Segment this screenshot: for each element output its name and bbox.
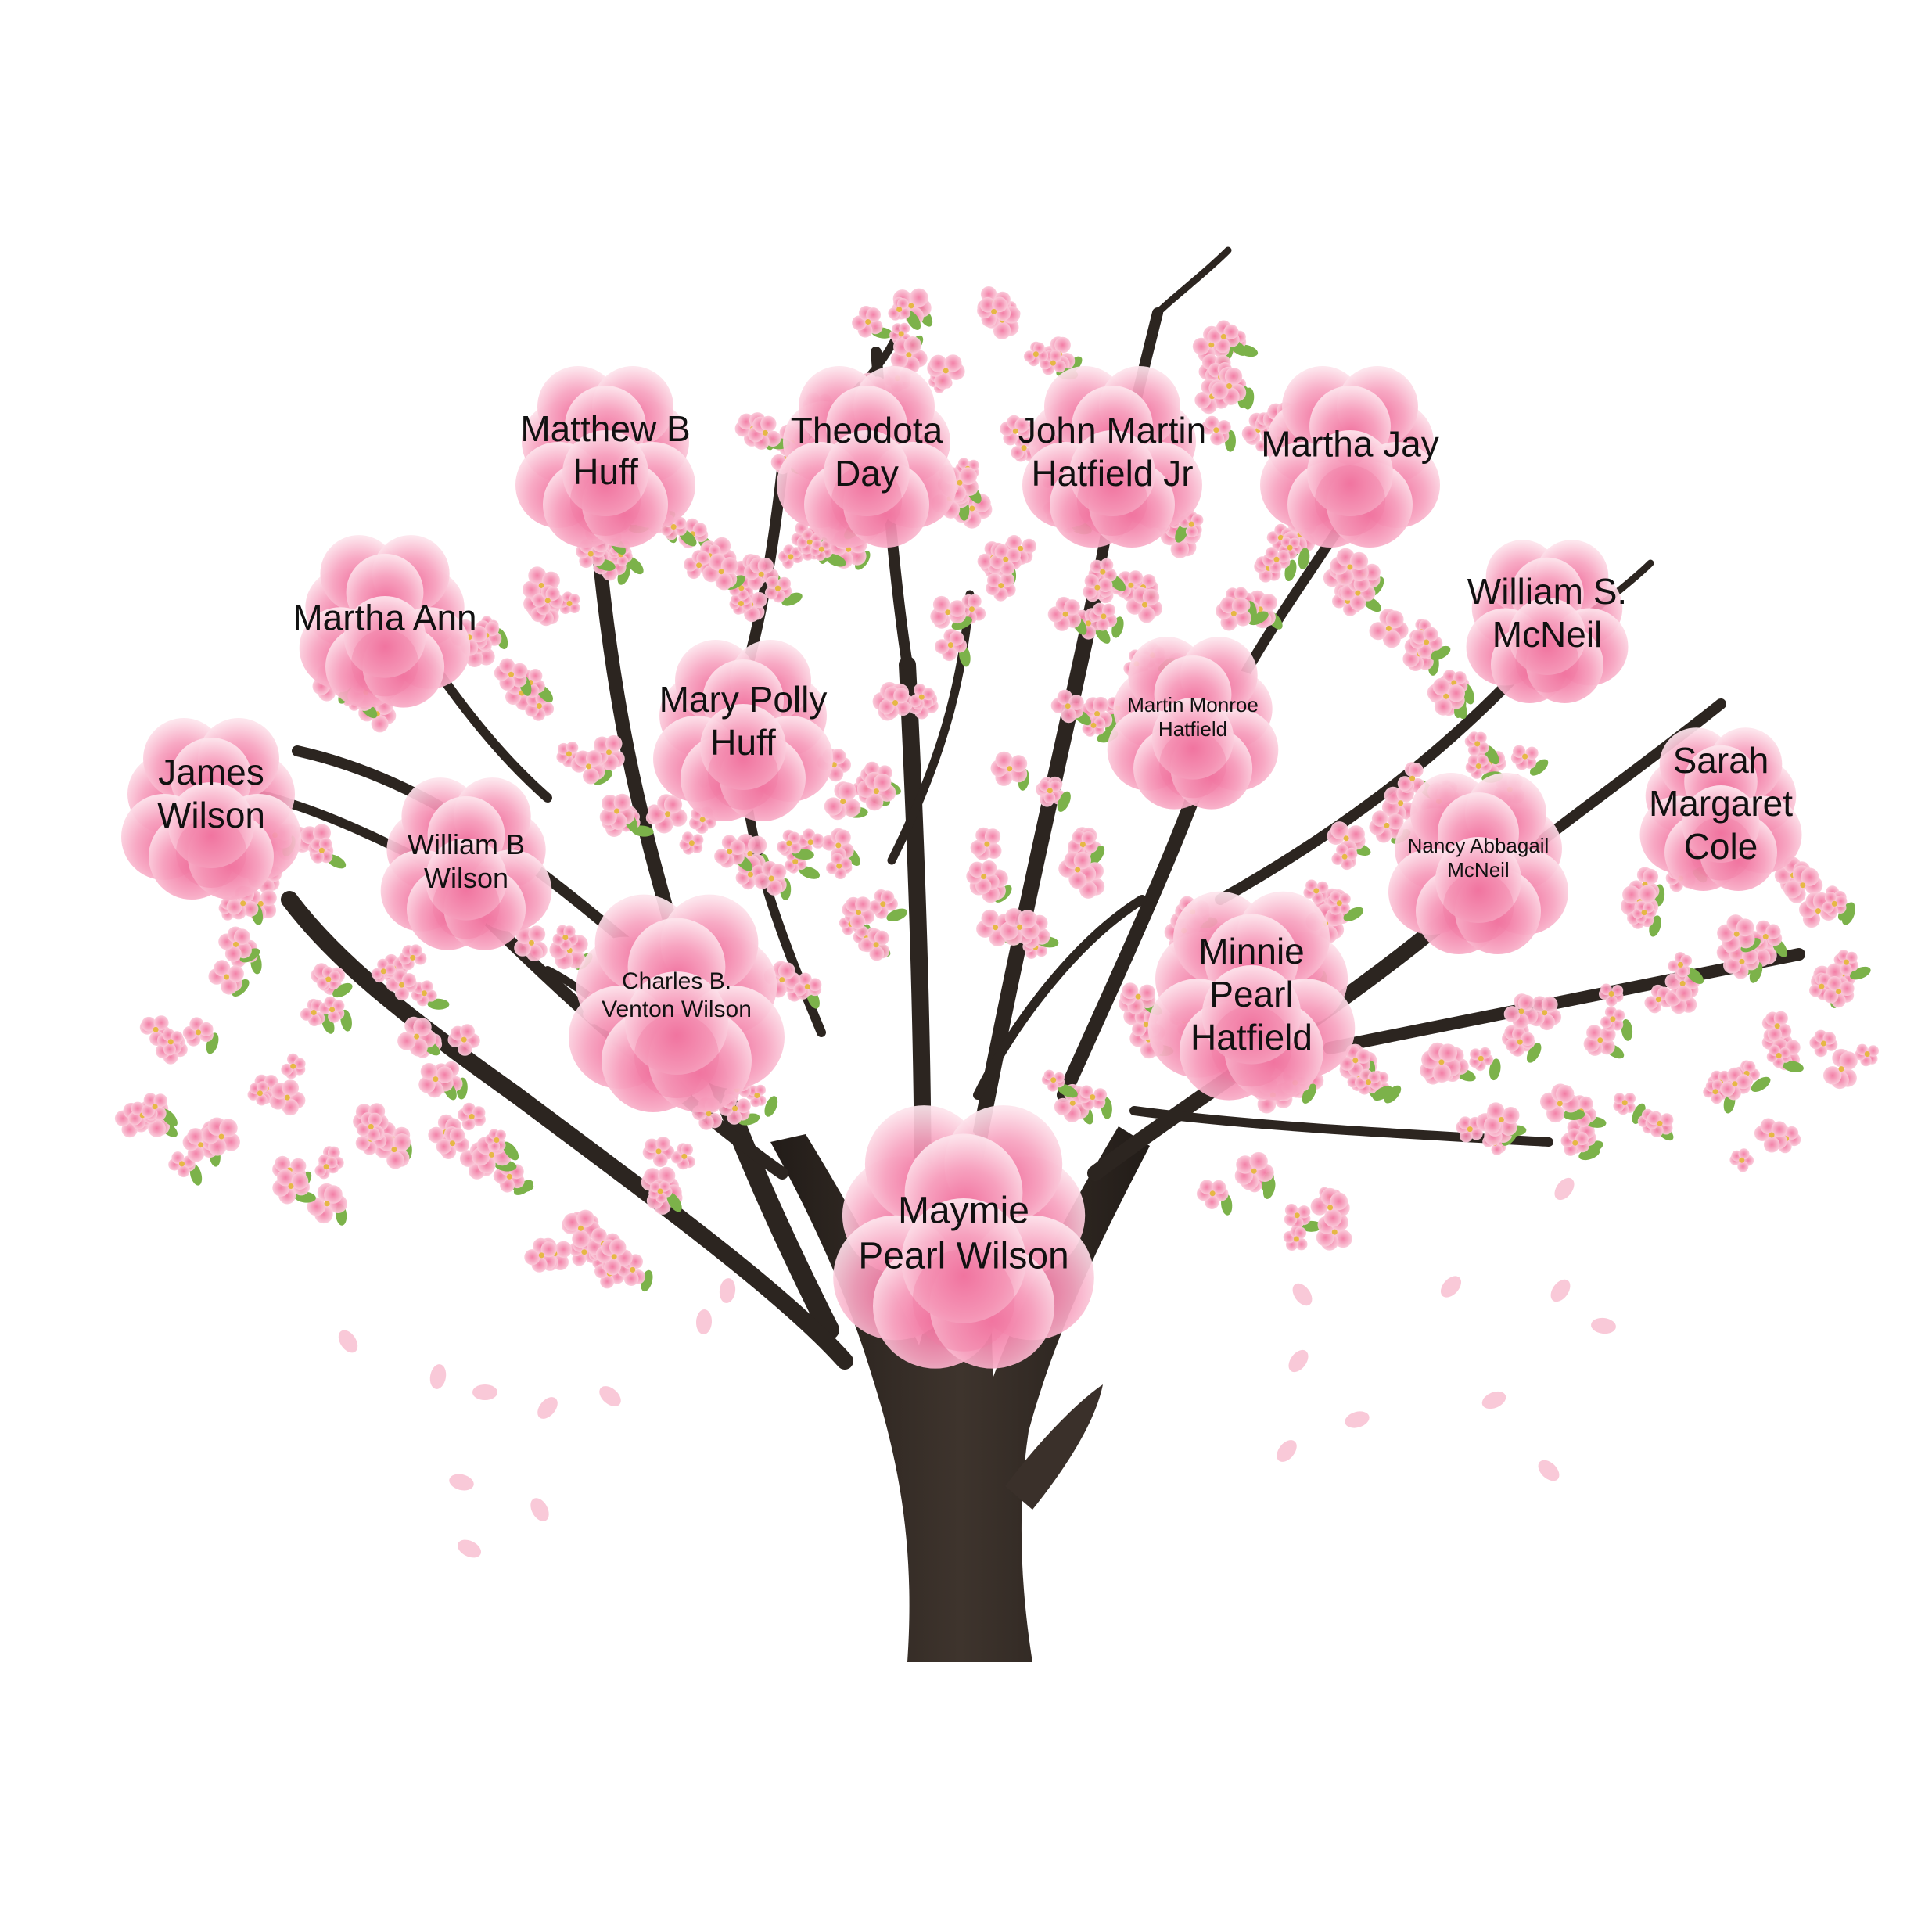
falling-petals: [338, 1177, 1616, 1558]
name-charles-b-venton-wilson: Charles B.Venton Wilson: [602, 968, 752, 1022]
tree-branches: [183, 246, 1805, 1662]
name-martha-jay: Martha Jay: [1261, 423, 1439, 465]
name-blossoms: [121, 366, 1802, 1369]
name-martha-ann: Martha Ann: [293, 597, 477, 638]
small-blossom-cluster: [114, 286, 1879, 1292]
name-william-s-mcneil: William S.McNeil: [1467, 570, 1628, 655]
